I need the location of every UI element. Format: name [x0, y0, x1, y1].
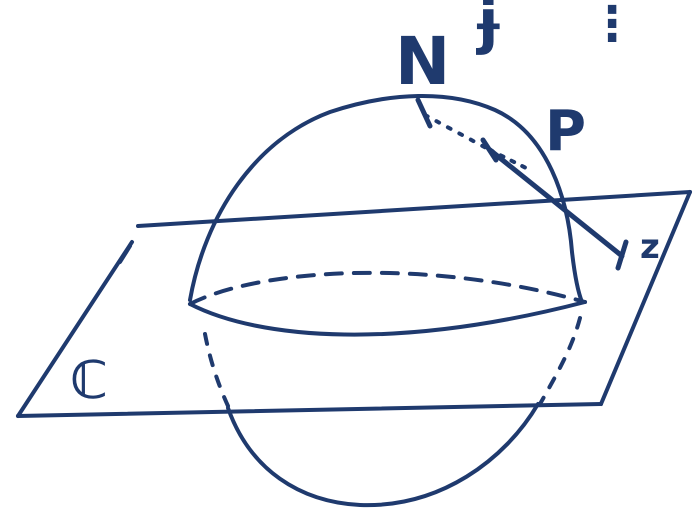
- equator-back: [190, 273, 585, 304]
- equator-front: [190, 302, 585, 335]
- top-glyph-partial: ⋮: [588, 0, 636, 52]
- plane-right-edge: [601, 192, 690, 404]
- north-pole-tick: [418, 100, 430, 126]
- projection-segment-dotted: [425, 115, 490, 150]
- sphere-lower-hidden-right: [540, 318, 580, 404]
- point-p-label: P: [545, 99, 586, 164]
- plane-left-tick: [120, 246, 130, 262]
- top-glyph: ɉ: [476, 0, 500, 57]
- complex-plane: [18, 192, 690, 416]
- sphere-lower-visible: [228, 404, 538, 505]
- north-pole-label: N: [395, 23, 450, 100]
- complex-plane-label: ℂ: [70, 351, 108, 411]
- sphere-lower-hidden-left: [205, 334, 228, 406]
- projection-line: [418, 100, 626, 268]
- point-z-label: z: [640, 227, 660, 267]
- riemann-sphere: [190, 96, 585, 505]
